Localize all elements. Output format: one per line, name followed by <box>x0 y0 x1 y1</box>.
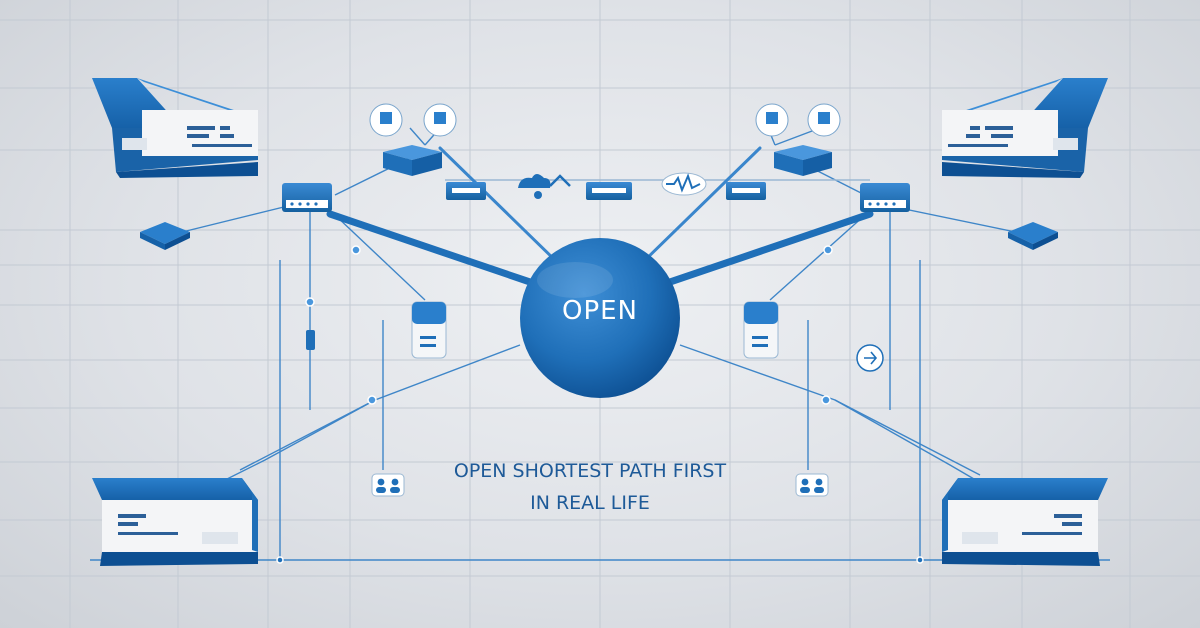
ospf-hub[interactable] <box>520 238 680 398</box>
phone-icon[interactable] <box>411 301 447 359</box>
users-icon <box>795 473 829 497</box>
server-icon[interactable] <box>92 478 258 566</box>
home-icon <box>549 174 571 187</box>
switch-icon[interactable] <box>586 182 632 200</box>
router-icon[interactable] <box>383 145 442 176</box>
switch-icon[interactable] <box>726 182 766 200</box>
caption-line-1: OPEN SHORTEST PATH FIRST <box>453 460 727 482</box>
users-icon <box>371 473 405 497</box>
access-point-icon[interactable] <box>140 222 190 250</box>
switch-icon[interactable] <box>282 183 332 212</box>
status-bubble-icon <box>369 103 403 137</box>
switch-icon[interactable] <box>446 182 486 200</box>
server-icon[interactable] <box>942 478 1108 566</box>
link-node-icon <box>276 245 924 564</box>
cloud-icon <box>518 174 551 199</box>
hub-label: OPEN <box>561 296 639 326</box>
connector-icon <box>306 330 315 350</box>
status-bubble-icon <box>807 103 841 137</box>
signal-icon <box>856 344 884 372</box>
switch-icon[interactable] <box>860 183 910 212</box>
router-icon[interactable] <box>774 145 832 176</box>
server-icon[interactable] <box>92 78 258 178</box>
connection-lines <box>90 127 1110 561</box>
access-point-icon[interactable] <box>1008 222 1058 250</box>
status-bubble-icon <box>423 103 457 137</box>
pulse-icon <box>661 172 707 196</box>
status-bubble-icon <box>755 103 789 137</box>
server-icon[interactable] <box>942 78 1108 178</box>
hub-links <box>326 146 874 286</box>
caption-line-2: IN REAL LIFE <box>530 492 650 514</box>
phone-icon[interactable] <box>743 301 779 359</box>
